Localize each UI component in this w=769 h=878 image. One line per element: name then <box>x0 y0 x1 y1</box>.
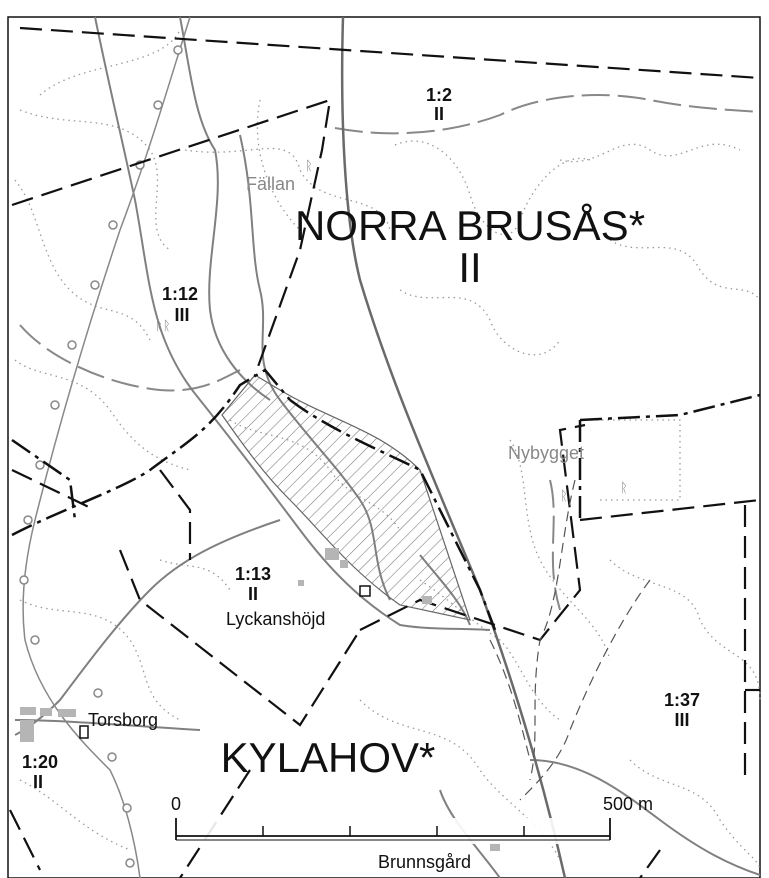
parcel-id-1-37: 1:37 <box>664 690 700 710</box>
parcel-class-1-12: III <box>174 305 189 325</box>
place-brunnsgard: Brunnsgård <box>378 852 471 872</box>
area-name-kylahov: KYLAHOV* <box>221 734 436 781</box>
contour-lines <box>14 29 761 871</box>
parcel-class-1-37: III <box>674 710 689 730</box>
district-boundaries <box>11 368 761 631</box>
scale-end-label: 500 m <box>603 794 653 814</box>
railway <box>19 16 191 878</box>
svg-text:ᚱ: ᚱ <box>305 158 313 173</box>
parcel-class-1-2: II <box>434 104 444 124</box>
hatched-area <box>221 374 471 621</box>
scale-bar: 0 500 m <box>170 794 653 844</box>
area-name-norra-brusas: NORRA BRUSÅS* <box>295 202 645 249</box>
place-fallan: Fällan <box>246 174 295 194</box>
svg-text:ᚱ: ᚱ <box>560 488 568 503</box>
parcel-id-1-20: 1:20 <box>22 752 58 772</box>
place-nybygget: Nybygget <box>508 443 584 463</box>
pasture-markers: ᚱ ᚱᚱ ᚱ ᚱ <box>155 158 628 503</box>
svg-text:ᚱᚱ: ᚱᚱ <box>155 318 171 333</box>
parcel-class-1-20: II <box>33 772 43 792</box>
building-outline <box>359 585 371 597</box>
parcel-id-1-12: 1:12 <box>162 284 198 304</box>
parcel-id-1-13: 1:13 <box>235 564 271 584</box>
scale-start-label: 0 <box>171 794 181 814</box>
buildings <box>20 548 500 851</box>
highway <box>340 16 567 878</box>
parcel-id-1-2: 1:2 <box>426 85 452 105</box>
place-lyckanshojd: Lyckanshöjd <box>226 609 325 629</box>
parcel-class-1-13: II <box>248 584 258 604</box>
place-torsborg: Torsborg <box>88 710 158 730</box>
depth-lines <box>19 94 761 611</box>
svg-text:ᚱ: ᚱ <box>620 480 628 495</box>
area-class-norra-brusas: II <box>458 244 481 291</box>
minor-lines <box>489 479 651 801</box>
building-outline <box>79 725 89 739</box>
